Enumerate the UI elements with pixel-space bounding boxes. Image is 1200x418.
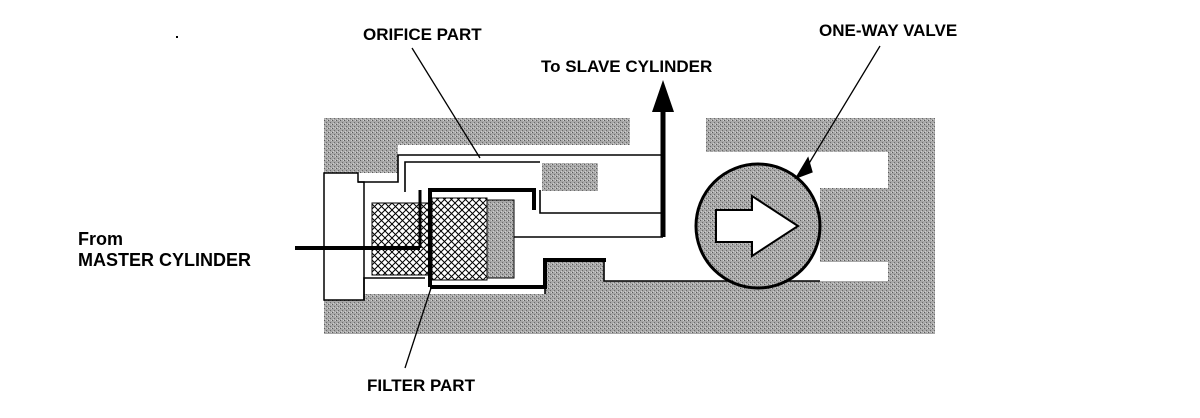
label-orifice-part: ORIFICE PART bbox=[363, 25, 482, 44]
valve-leader-arrowhead bbox=[794, 156, 813, 180]
one-way-valve bbox=[694, 162, 822, 290]
scan-speck bbox=[176, 36, 178, 38]
valve-leader bbox=[804, 45, 881, 171]
orifice-block bbox=[542, 163, 598, 191]
filter-frame bbox=[428, 188, 536, 287]
housing-top-right bbox=[706, 118, 935, 262]
filter-leader bbox=[404, 284, 433, 369]
label-one-way-valve: ONE-WAY VALVE bbox=[819, 21, 957, 40]
right-arrow-icon bbox=[715, 194, 800, 258]
label-to-slave-cylinder: To SLAVE CYLINDER bbox=[541, 57, 712, 76]
master-flow-line bbox=[295, 190, 422, 250]
up-arrow-icon bbox=[652, 80, 674, 112]
orifice-leader bbox=[411, 47, 481, 159]
filter-holder bbox=[486, 199, 515, 279]
housing-top-left bbox=[324, 118, 630, 182]
housing-bottom bbox=[324, 262, 935, 334]
valve-seat-block bbox=[820, 188, 888, 262]
end-plug bbox=[323, 172, 365, 301]
filter-mesh-right bbox=[431, 197, 488, 281]
filter-mesh-left bbox=[371, 202, 433, 276]
filter-element bbox=[371, 188, 606, 289]
slave-flow-line bbox=[652, 80, 674, 237]
leader-lines bbox=[404, 45, 881, 369]
label-master-cylinder: MASTER CYLINDER bbox=[78, 250, 251, 270]
label-from: From bbox=[78, 229, 123, 249]
label-filter-part: FILTER PART bbox=[367, 376, 476, 395]
housing-body bbox=[324, 118, 935, 334]
